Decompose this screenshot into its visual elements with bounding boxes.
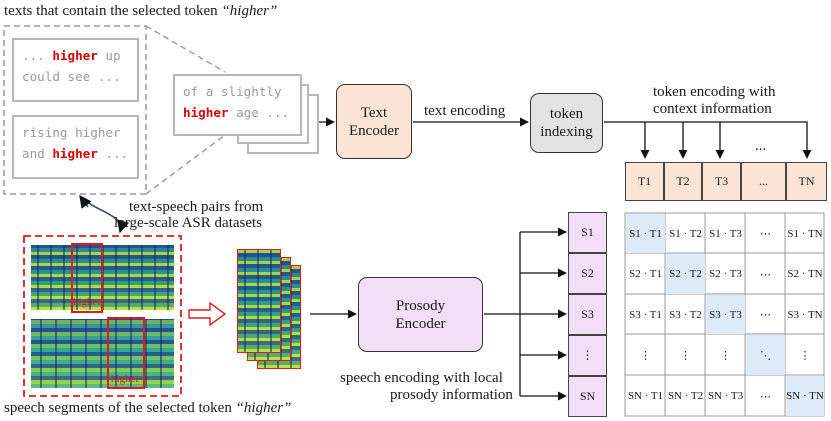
- zoom-line-top: [145, 25, 226, 73]
- similarity-cell: SN · T3: [707, 390, 744, 402]
- spectrogram-2: [31, 319, 174, 388]
- text-encoding-label: text encoding: [424, 103, 506, 119]
- highlight-token: higher: [52, 48, 98, 63]
- similarity-cell: S2 · TN: [787, 268, 823, 280]
- similarity-cell: ⋯: [760, 268, 771, 281]
- token-region-label-2: higher: [111, 373, 140, 385]
- text-sample-2: rising higher and higher ...: [12, 115, 139, 179]
- t-token-cell: ...: [741, 162, 786, 201]
- texts-caption-prefix: texts that contain the selected token: [4, 3, 222, 19]
- speech-caption-token: “higher”: [235, 400, 292, 416]
- pairs-caption-1: text-speech pairs from: [129, 199, 264, 215]
- similarity-cell: S1 · T2: [669, 227, 702, 240]
- hollow-arrow: [188, 301, 227, 327]
- stack-card-front: of a slightly higher age ...: [173, 74, 302, 136]
- highlight-token: higher: [183, 105, 229, 120]
- similarity-cell: ⋮: [680, 349, 691, 362]
- zoom-line-bottom: [145, 134, 226, 195]
- similarity-cell: SN · T1: [627, 390, 664, 402]
- token-context-label-1: token encoding with: [653, 84, 776, 100]
- similarity-cell: SN · TN: [786, 376, 824, 416]
- t-token-cell: T1: [625, 162, 664, 201]
- arrow-to-TN: [604, 121, 812, 159]
- s-token-cell: ⋮: [568, 335, 607, 376]
- speech-segments-frame: [23, 235, 182, 397]
- similarity-cell: S3 · T1: [629, 308, 662, 321]
- pairs-caption-2: large-scale ASR datasets: [114, 215, 263, 231]
- similarity-cell: S2 · T3: [709, 268, 742, 280]
- similarity-grid: [624, 212, 825, 417]
- speech-caption: speech segments of the selected token “h…: [4, 400, 291, 416]
- texts-caption-token: “higher”: [221, 3, 278, 19]
- speech-encoding-label-2: prosody information: [390, 387, 513, 403]
- t-token-cell: T2: [664, 162, 702, 201]
- similarity-cell: ⋮: [720, 349, 731, 362]
- similarity-cell: ⋯: [760, 390, 771, 403]
- similarity-cell: S1 · T1: [626, 214, 665, 253]
- similarity-cell: S2 · T1: [629, 268, 662, 280]
- token-region-2: [107, 317, 145, 389]
- similarity-cell: ⋯: [760, 228, 771, 240]
- similarity-cell: SN · T2: [667, 390, 704, 402]
- highlight-token: higher: [52, 146, 98, 161]
- similarity-cell: S3 · TN: [787, 308, 823, 321]
- s-token-cell: SN: [568, 376, 607, 417]
- token-context-label-2: context information: [653, 101, 772, 117]
- s-token-cell: S3: [568, 294, 607, 335]
- similarity-cell: S1 · T3: [709, 227, 742, 240]
- text-sample-1: ... higher up could see ...: [12, 38, 139, 102]
- token-region-1: [71, 243, 103, 313]
- similarity-cell: S3 · T2: [669, 308, 702, 321]
- similarity-cell: ⋯: [760, 309, 771, 321]
- similarity-cell: ⋮: [799, 349, 811, 362]
- s-token-cell: S2: [568, 253, 607, 294]
- similarity-cell: S1 · TN: [787, 227, 823, 240]
- s-token-cell: S1: [568, 212, 607, 253]
- text-samples-frame: [3, 25, 147, 195]
- t-token-cell: T3: [702, 162, 741, 201]
- speech-caption-prefix: speech segments of the selected token: [4, 400, 236, 416]
- similarity-cell: ⋱: [746, 335, 785, 375]
- texts-caption: texts that contain the selected token “h…: [4, 3, 277, 19]
- t-token-cell: TN: [786, 162, 827, 201]
- speech-encoding-label-1: speech encoding with local: [340, 370, 503, 386]
- token-region-label-1: higher: [73, 296, 102, 308]
- similarity-cell: S3 · T3: [706, 295, 745, 334]
- similarity-cell: S2 · T2: [666, 254, 705, 294]
- segment-stack-front: [237, 249, 281, 353]
- similarity-cell: ⋮: [640, 349, 651, 362]
- ellipsis-label: ...: [755, 138, 767, 154]
